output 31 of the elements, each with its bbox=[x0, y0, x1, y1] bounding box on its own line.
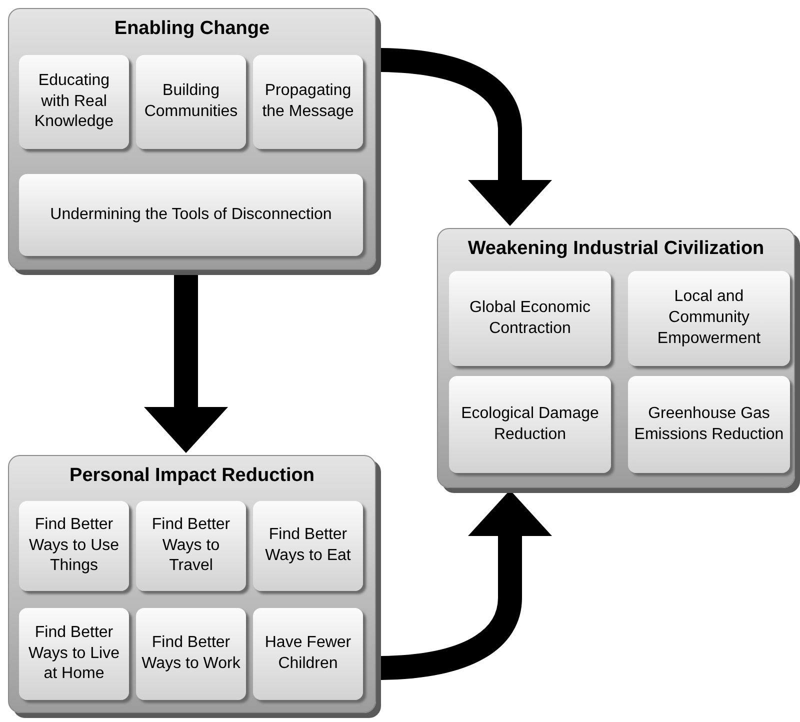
panel-title: Personal Impact Reduction bbox=[68, 464, 316, 488]
item-label: Building Communities bbox=[143, 81, 239, 122]
item-label: Have Fewer Children bbox=[264, 633, 352, 674]
item-box bbox=[136, 55, 246, 149]
item-label: Find Better Ways to Travel bbox=[150, 514, 232, 576]
item-box bbox=[19, 501, 129, 591]
item-label: Undermining the Tools of Disconnection bbox=[50, 204, 332, 225]
item-box bbox=[19, 608, 129, 700]
item-label: Educating with Real Knowledge bbox=[33, 70, 115, 132]
item-label: Find Better Ways to Live at Home bbox=[28, 622, 120, 684]
item-label: Propagating the Message bbox=[261, 81, 355, 122]
item-box bbox=[253, 501, 363, 591]
item-box bbox=[19, 174, 363, 256]
item-label: Global Economic Contraction bbox=[468, 298, 592, 338]
item-box bbox=[628, 271, 790, 366]
item-box bbox=[449, 376, 611, 473]
panel-title: Enabling Change bbox=[113, 17, 271, 41]
item-box bbox=[449, 271, 611, 366]
item-label: Local and Community Empowerment bbox=[656, 287, 762, 349]
item-label: Find Better Ways to Eat bbox=[264, 525, 352, 566]
item-box bbox=[136, 608, 246, 700]
item-label: Find Better Ways to Work bbox=[140, 633, 242, 674]
item-label: Ecological Damage Reduction bbox=[460, 404, 600, 444]
item-box bbox=[19, 55, 129, 149]
item-label: Greenhouse Gas Emissions Reduction bbox=[633, 404, 785, 444]
item-label: Find Better Ways to Use Things bbox=[28, 514, 120, 576]
panel-title: Weakening Industrial Civilization bbox=[466, 237, 766, 261]
item-box bbox=[253, 55, 363, 149]
item-box bbox=[136, 501, 246, 591]
item-box bbox=[253, 608, 363, 700]
item-box bbox=[628, 376, 790, 473]
